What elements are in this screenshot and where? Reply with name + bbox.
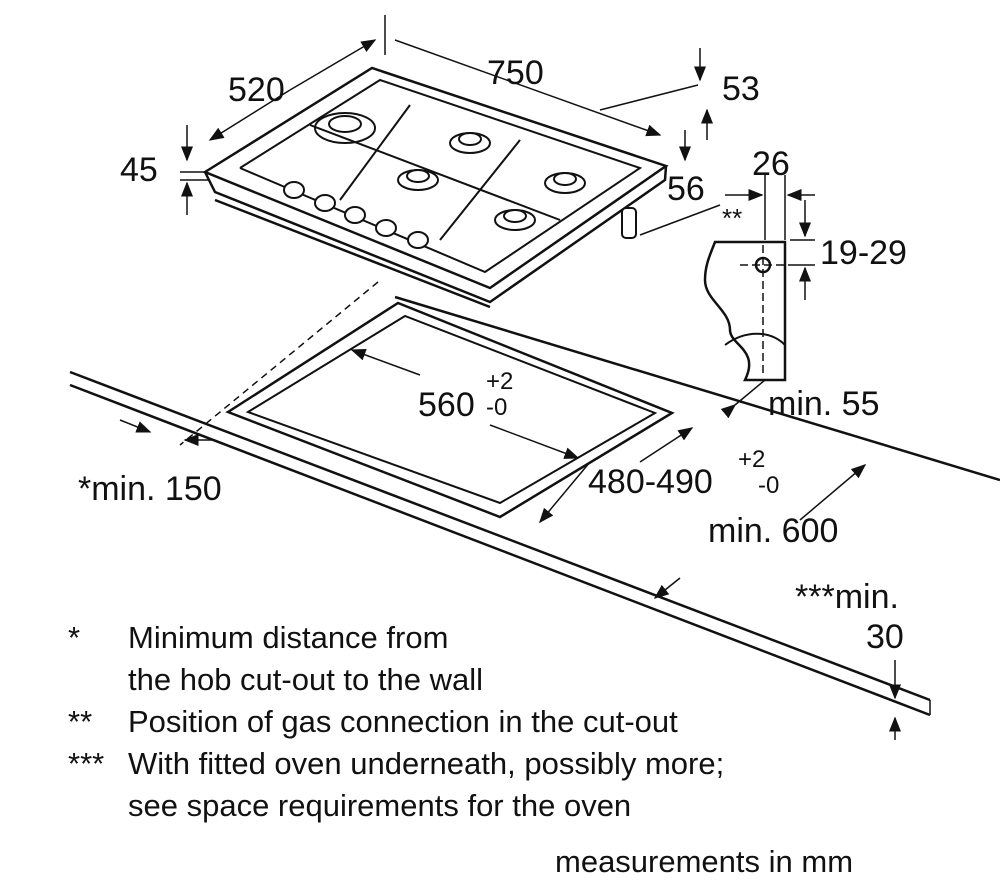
cutout-depth-tol-plus: +2 — [738, 446, 766, 473]
gas-marker: ** — [722, 203, 743, 233]
dim-right-offset: 53 — [722, 70, 760, 108]
cutout-depth-tol-minus: -0 — [758, 472, 780, 499]
note-2-marker: ** — [68, 704, 93, 739]
dim-min-wall: *min. 150 — [78, 470, 222, 508]
projection-dashed-line — [179, 281, 379, 446]
dim-cutout-width: 560 — [418, 386, 475, 424]
dim-min-worktop: min. 600 — [708, 512, 839, 550]
dim-min-thickness-label: ***min. — [795, 578, 899, 616]
cutout-width-tol-plus: +2 — [486, 368, 514, 395]
note-3-marker: *** — [68, 746, 105, 781]
note-1-text: Minimum distance from — [128, 620, 449, 655]
dim-min-thickness-value: 30 — [866, 618, 904, 656]
note-1-marker: * — [68, 620, 81, 655]
dim-gas-height: 19-29 — [820, 234, 907, 272]
units-note: measurements in mm — [555, 844, 854, 879]
dim-profile-width: 26 — [752, 145, 790, 183]
dim-hob-depth: 520 — [228, 71, 285, 109]
note-3-text-line2: see space requirements for the oven — [128, 788, 632, 823]
dim-hob-height: 45 — [120, 151, 158, 189]
hob — [202, 66, 669, 309]
dim-gas-offset: 56 — [667, 170, 705, 208]
dimension-lines — [119, 15, 901, 740]
cutout-width-tol-minus: -0 — [486, 394, 508, 421]
cutout — [225, 301, 675, 519]
dim-min-back: min. 55 — [768, 385, 880, 423]
dim-cutout-depth: 480-490 — [588, 463, 713, 501]
control-knobs — [283, 181, 429, 249]
burners — [314, 112, 586, 231]
side-profile — [703, 240, 790, 382]
note-1-text-line2: the hob cut-out to the wall — [128, 662, 484, 697]
note-3-text: With fitted oven underneath, possibly mo… — [128, 746, 725, 781]
note-2-text: Position of gas connection in the cut-ou… — [128, 704, 678, 739]
dim-hob-width: 750 — [487, 54, 544, 92]
